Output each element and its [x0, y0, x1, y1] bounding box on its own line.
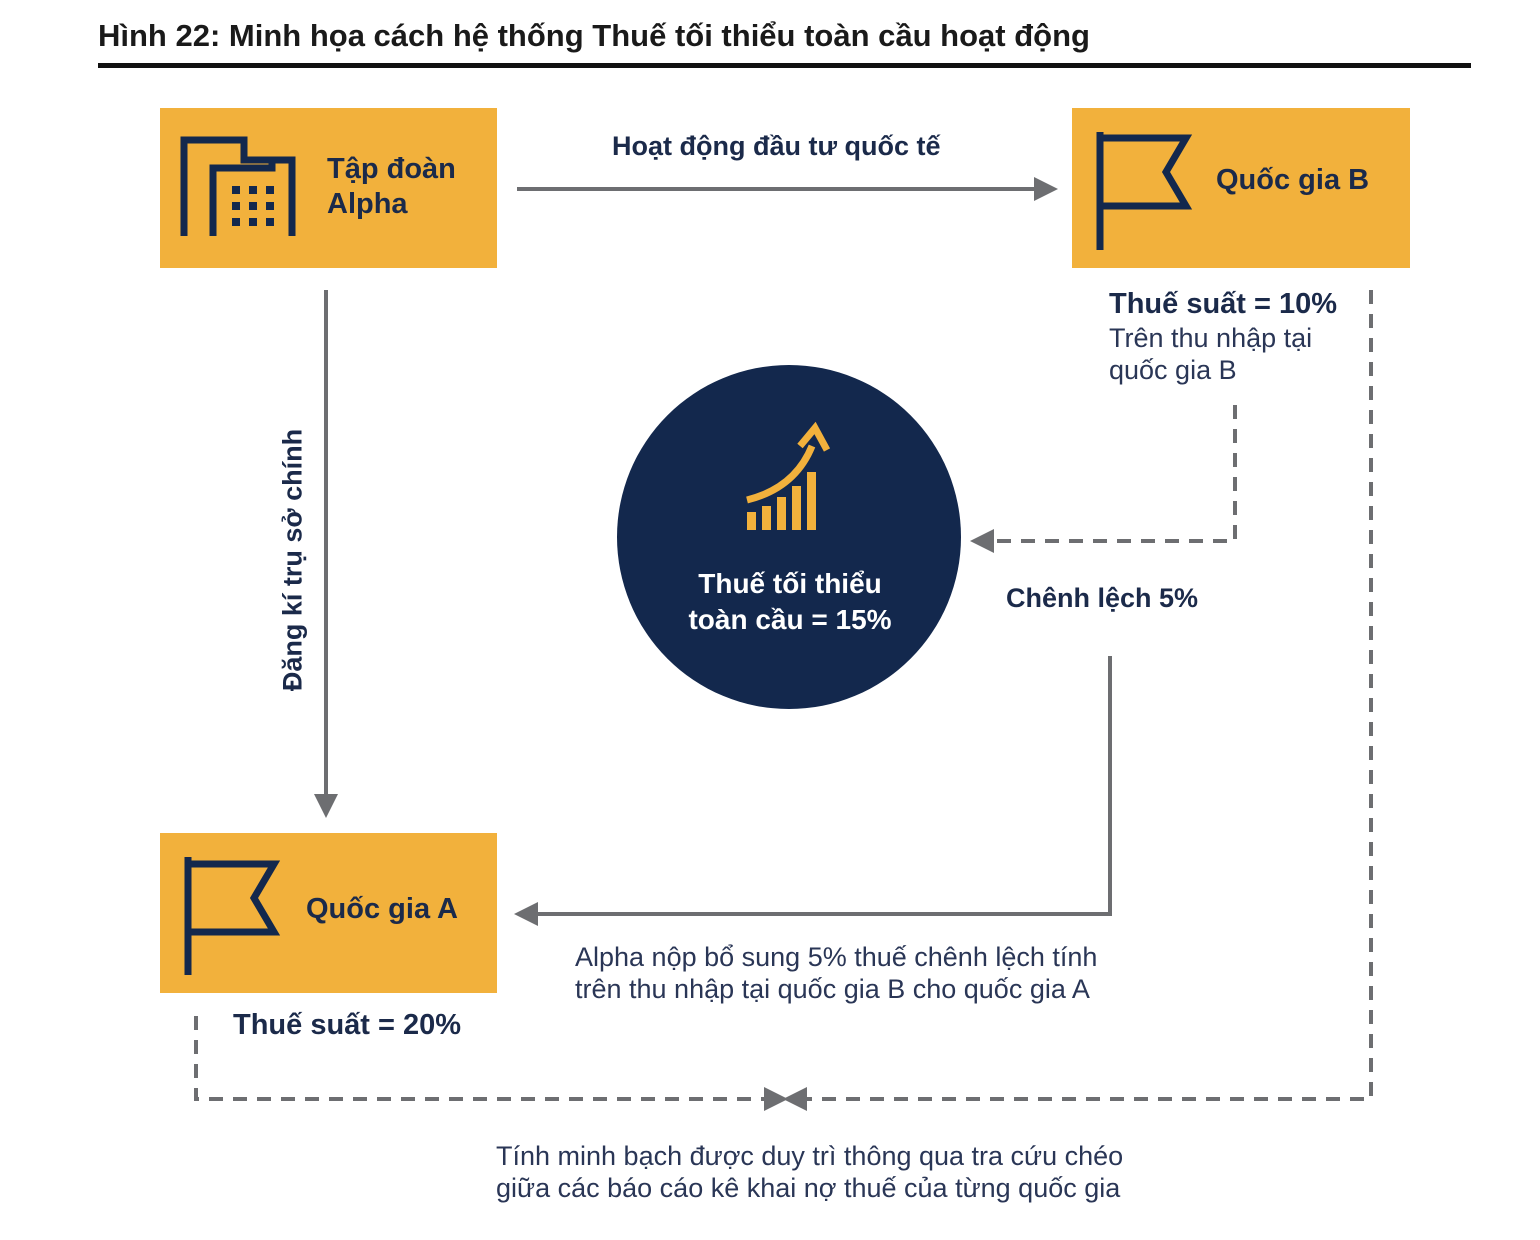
topup-line1: Alpha nộp bổ sung 5% thuế chênh lệch tín…	[575, 942, 1098, 972]
hq-registration-label: Đăng kí trụ sở chính	[277, 428, 308, 692]
transparency-dashed-right	[783, 290, 1373, 1111]
transparency-dashed-left	[194, 1016, 788, 1111]
difference-label: Chênh lệch 5%	[1006, 583, 1199, 613]
difference-dashed-arrow	[970, 405, 1237, 553]
country-a-box	[160, 833, 497, 993]
building-icon	[180, 136, 296, 236]
topup-line2: trên thu nhập tại quốc gia B cho quốc gi…	[575, 974, 1090, 1005]
country-b-income-note: Trên thu nhập tại quốc gia B	[1109, 322, 1312, 387]
global-minimum-tax-line1: Thuế tối thiểu	[698, 568, 882, 599]
flag-icon-b	[1096, 132, 1193, 250]
global-minimum-tax-line2: toàn cầu = 15%	[688, 603, 892, 635]
country-b-income-line1: Trên thu nhập tại	[1109, 323, 1313, 353]
country-b-rate: Thuế suất = 10%	[1109, 288, 1338, 320]
growth-chart-icon	[746, 421, 831, 530]
country-a-label: Quốc gia A	[306, 893, 458, 925]
transparency-line1: Tính minh bạch được duy trì thông qua tr…	[496, 1141, 1124, 1171]
title-rule	[98, 63, 1471, 68]
transparency-note: Tính minh bạch được duy trì thông qua tr…	[496, 1140, 1123, 1205]
alpha-label-line2: Alpha	[327, 187, 408, 220]
alpha-label: Tập đoàn Alpha	[327, 152, 456, 222]
figure-title: Hình 22: Minh họa cách hệ thống Thuế tối…	[98, 18, 1090, 53]
topup-arrow	[514, 656, 1112, 926]
transparency-line2: giữa các báo cáo kê khai nợ thuế của từn…	[496, 1173, 1121, 1204]
alpha-label-line1: Tập đoàn	[327, 153, 456, 185]
country-a-rate: Thuế suất = 20%	[233, 1009, 462, 1041]
topup-note: Alpha nộp bổ sung 5% thuế chênh lệch tín…	[575, 941, 1097, 1006]
country-b-label: Quốc gia B	[1216, 164, 1370, 196]
flag-icon-a	[184, 857, 281, 975]
country-b-income-line2: quốc gia B	[1109, 355, 1237, 386]
investment-label: Hoạt động đầu tư quốc tế	[612, 131, 941, 161]
global-minimum-tax-text: Thuế tối thiểu toàn cầu = 15%	[640, 566, 940, 638]
building-windows	[232, 186, 274, 226]
global-minimum-tax-circle	[617, 365, 961, 709]
